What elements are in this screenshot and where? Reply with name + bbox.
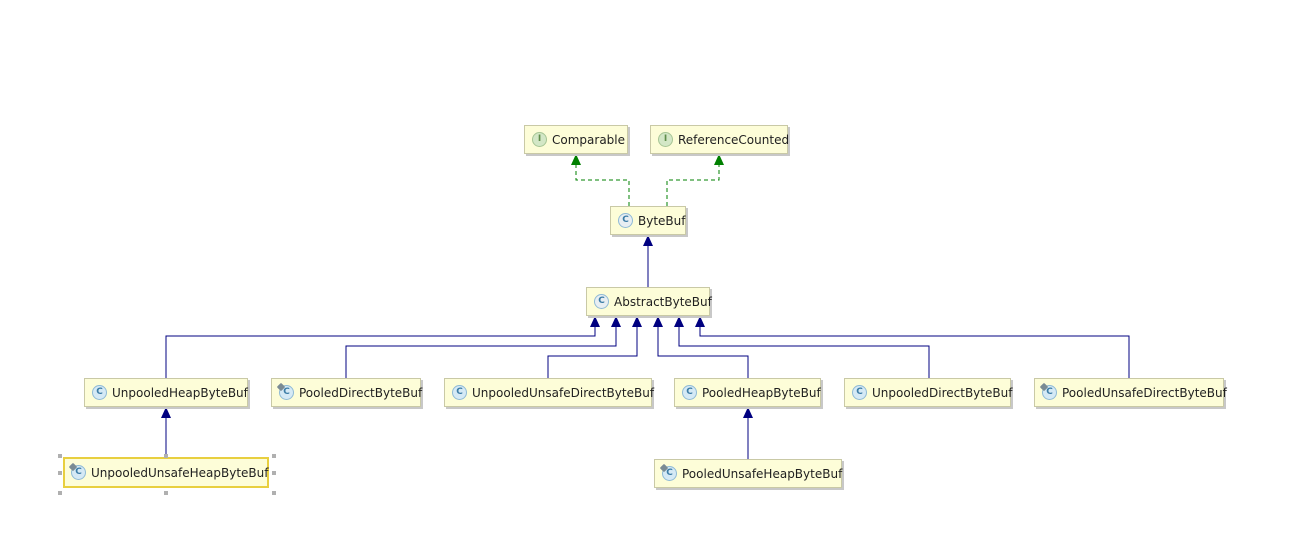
interface-icon: I	[658, 132, 673, 147]
node-label: ByteBuf	[638, 213, 686, 228]
class-icon: C	[452, 385, 467, 400]
node-reference-counted[interactable]: I ReferenceCounted	[650, 125, 790, 154]
edge-implements	[666, 165, 720, 206]
node-pooled-unsafe-direct-bytebuf[interactable]: C PooledUnsafeDirectByteBuf	[1034, 378, 1227, 407]
arrowhead	[674, 316, 684, 327]
selection-handle[interactable]	[272, 454, 276, 458]
node-abstract-bytebuf[interactable]: C AbstractByteBuf	[586, 287, 712, 316]
arrowhead	[161, 407, 171, 418]
interface-icon: I	[532, 132, 547, 147]
final-class-icon: C	[1042, 385, 1057, 400]
node-label: PooledHeapByteBuf	[702, 385, 821, 400]
class-icon: C	[92, 385, 107, 400]
node-unpooled-direct-bytebuf[interactable]: C UnpooledDirectByteBuf	[844, 378, 1013, 407]
arrowhead	[743, 407, 753, 418]
node-label: UnpooledUnsafeHeapByteBuf	[91, 465, 269, 480]
selection-handle[interactable]	[272, 471, 276, 475]
node-pooled-direct-bytebuf[interactable]: C PooledDirectByteBuf	[271, 378, 423, 407]
node-label: UnpooledDirectByteBuf	[872, 385, 1013, 400]
node-pooled-heap-bytebuf[interactable]: C PooledHeapByteBuf	[674, 378, 821, 407]
node-label: ReferenceCounted	[678, 132, 790, 147]
arrowhead	[571, 154, 581, 165]
node-label: Comparable	[552, 132, 626, 147]
selection-handle[interactable]	[164, 454, 168, 458]
abstract-class-icon: C	[594, 294, 609, 309]
node-label: PooledUnsafeDirectByteBuf	[1062, 385, 1227, 400]
arrowhead	[643, 235, 653, 246]
arrowhead	[632, 316, 642, 327]
node-label: UnpooledUnsafeDirectByteBuf	[472, 385, 655, 400]
final-class-icon: C	[662, 466, 677, 481]
selection-handle[interactable]	[272, 491, 276, 495]
edge-extends	[678, 327, 930, 378]
node-unpooled-unsafe-direct-bytebuf[interactable]: C UnpooledUnsafeDirectByteBuf	[444, 378, 655, 407]
edge-extends	[345, 327, 617, 378]
node-label: PooledUnsafeHeapByteBuf	[682, 466, 843, 481]
arrowhead	[695, 316, 705, 327]
selection-handle[interactable]	[58, 491, 62, 495]
node-label: UnpooledHeapByteBuf	[112, 385, 248, 400]
node-unpooled-heap-bytebuf[interactable]: C UnpooledHeapByteBuf	[84, 378, 248, 407]
selection-handle[interactable]	[58, 471, 62, 475]
final-class-icon: C	[279, 385, 294, 400]
edge-extends	[547, 327, 638, 378]
arrowhead	[653, 316, 663, 327]
class-icon: C	[852, 385, 867, 400]
edge-extends	[699, 327, 1130, 378]
selection-handle[interactable]	[164, 491, 168, 495]
node-bytebuf[interactable]: C ByteBuf	[610, 206, 686, 235]
final-class-icon: C	[71, 465, 86, 480]
class-icon: C	[682, 385, 697, 400]
edge-implements	[575, 165, 630, 206]
abstract-class-icon: C	[618, 213, 633, 228]
selection-handle[interactable]	[58, 454, 62, 458]
node-comparable[interactable]: I Comparable	[524, 125, 628, 154]
arrowhead	[590, 316, 600, 327]
edge-extends	[657, 327, 749, 378]
arrowhead	[611, 316, 621, 327]
node-label: PooledDirectByteBuf	[299, 385, 423, 400]
node-unpooled-unsafe-heap-bytebuf[interactable]: C UnpooledUnsafeHeapByteBuf	[63, 457, 269, 488]
node-label: AbstractByteBuf	[614, 294, 712, 309]
arrowhead	[714, 154, 724, 165]
edge-extends	[165, 327, 596, 378]
node-pooled-unsafe-heap-bytebuf[interactable]: C PooledUnsafeHeapByteBuf	[654, 459, 842, 488]
